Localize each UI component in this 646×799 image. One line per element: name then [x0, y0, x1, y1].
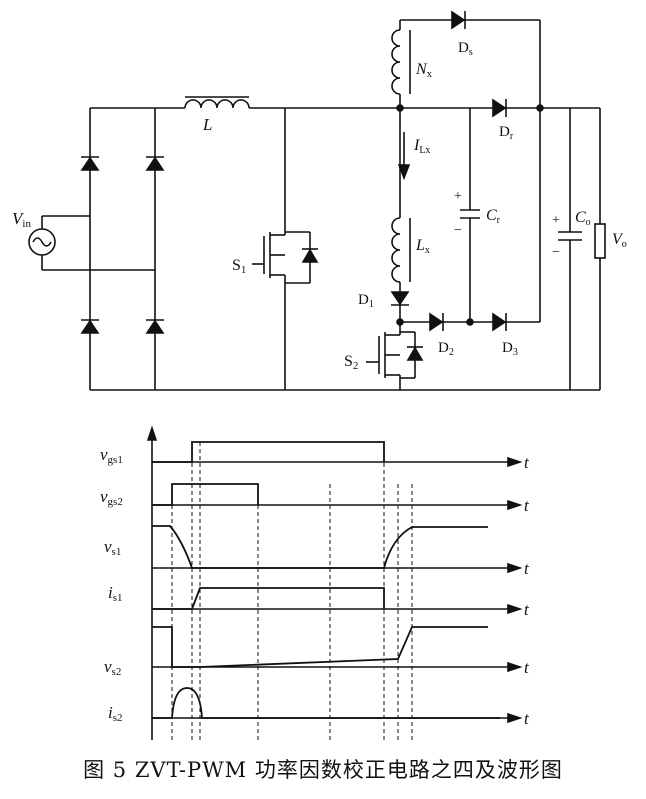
- ac-source: [28, 215, 155, 271]
- source-label: Vin: [12, 209, 31, 230]
- diode-d2-label: D2: [438, 340, 454, 358]
- output-vo-label: Vo: [612, 231, 627, 250]
- t-label-2: t: [524, 559, 530, 578]
- diode-d3-label: D3: [502, 340, 518, 358]
- t-label-4: t: [524, 658, 530, 677]
- cap-cr-plus: +: [454, 189, 462, 204]
- trace-vgs1: [152, 441, 385, 463]
- t-label-0: t: [524, 453, 530, 472]
- current-ilx-label: ILx: [413, 137, 430, 156]
- switch-s1-label: S1: [232, 257, 246, 276]
- timing-diagram: vgs1 vgs2 vs1 is1 vs2 is2 t t t t t t: [100, 425, 530, 740]
- inductor-l: [184, 96, 400, 109]
- cap-co-minus: −: [552, 245, 560, 260]
- trace-vgs2: [152, 483, 259, 506]
- diode-ds-label: Ds: [458, 40, 473, 58]
- row-label-1: vgs2: [100, 487, 123, 508]
- switch-s1: [252, 108, 319, 390]
- row-label-0: vgs1: [100, 445, 123, 466]
- time-markers: [171, 442, 413, 740]
- circuit-diagram: Vin L S1 Nx Ds Dr ILx Lx + − Cr + − Co V…: [12, 10, 627, 391]
- waveform-labels: vgs1 vgs2 vs1 is1 vs2 is2 t t t t t t: [100, 445, 530, 728]
- waveform-traces: [152, 441, 500, 719]
- inductor-lx-label: Lx: [415, 237, 430, 256]
- winding-nx-label: Nx: [415, 61, 433, 80]
- cap-cr-minus: −: [454, 223, 462, 238]
- trace-vs2: [152, 626, 488, 668]
- time-axes: [152, 456, 523, 724]
- cap-cr-label: Cr: [486, 207, 501, 226]
- diode-dr-label: Dr: [499, 124, 514, 142]
- t-label-1: t: [524, 496, 530, 515]
- figure-caption: 图 5 ZVT-PWM 功率因数校正电路之四及波形图: [83, 758, 563, 782]
- switch-s2-label: S2: [344, 353, 358, 372]
- inductor-l-label: L: [202, 115, 212, 134]
- row-label-2: vs1: [104, 537, 121, 558]
- row-label-3: is1: [108, 583, 123, 604]
- row-label-4: vs2: [104, 657, 121, 678]
- row-label-5: is2: [108, 703, 123, 724]
- circuit-labels: Vin L S1 Nx Ds Dr ILx Lx + − Cr + − Co V…: [12, 40, 627, 372]
- auxiliary-branch: [366, 10, 600, 390]
- bridge-rectifier: [80, 107, 600, 391]
- trace-is2: [152, 687, 500, 719]
- output-stage: [558, 108, 606, 390]
- trace-is1: [152, 587, 385, 610]
- cap-co-label: Co: [575, 209, 591, 228]
- diode-d1-label: D1: [358, 292, 374, 310]
- cap-co-plus: +: [552, 213, 560, 228]
- t-label-5: t: [524, 709, 530, 728]
- trace-vs1: [152, 525, 488, 569]
- t-label-3: t: [524, 600, 530, 619]
